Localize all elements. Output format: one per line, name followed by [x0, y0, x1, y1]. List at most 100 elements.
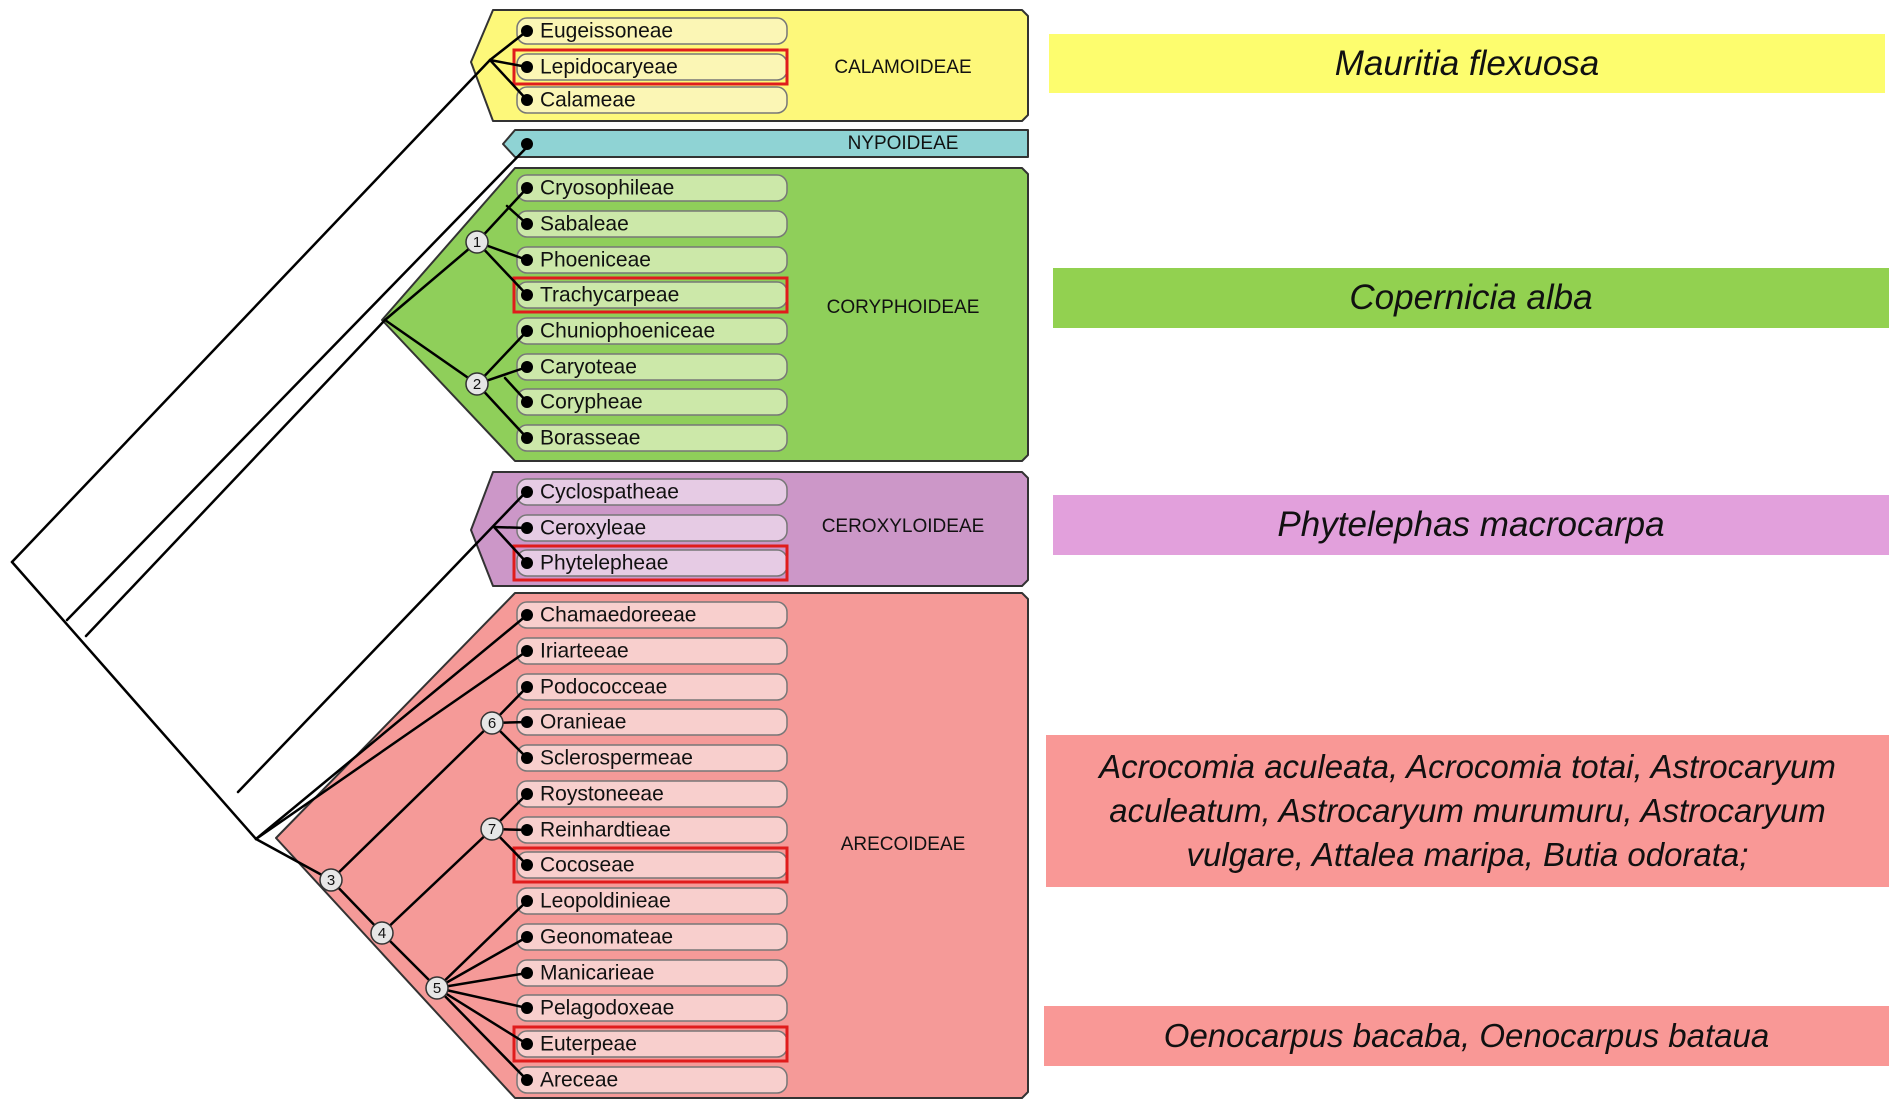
tribe-label: Phoeniceae	[540, 249, 651, 272]
tribe-label: Chuniophoeniceae	[540, 320, 715, 343]
tribe-tip: Sclerospermeae	[516, 744, 788, 772]
tribe-pill	[516, 673, 788, 701]
subfamily-arecoideae: ARECOIDEAE	[275, 592, 1029, 1099]
node-marker-1: 1	[465, 230, 489, 254]
tribe-pill	[516, 353, 788, 381]
tribe-label: Caryoteae	[540, 356, 637, 379]
tip-dot	[521, 361, 533, 373]
tribe-pill	[516, 86, 788, 114]
tribe-tip: Euterpeae	[512, 1025, 789, 1063]
tribe-pill	[516, 923, 788, 951]
branch	[254, 649, 529, 841]
tip-dot	[521, 486, 533, 498]
tribe-tip: Trachycarpeae	[512, 276, 789, 314]
subfamily-label: CEROXYLOIDEAE	[822, 516, 985, 537]
subfamily-coryphoideae: CORYPHOIDEAE	[381, 167, 1029, 462]
branch	[254, 837, 333, 882]
tip-dot	[521, 61, 533, 73]
branch	[10, 58, 492, 564]
tip-dot	[521, 752, 533, 764]
node-marker-7: 7	[480, 817, 504, 841]
tribe-pill	[516, 210, 788, 238]
tribe-pill	[516, 388, 788, 416]
tip-dot	[521, 396, 533, 408]
tribe-tip: Pelagodoxeae	[516, 994, 788, 1022]
branch	[380, 931, 439, 990]
branch	[488, 58, 529, 69]
tribe-tip: Lepidocaryeae	[512, 48, 789, 86]
node-label: 4	[378, 925, 386, 942]
node-circle	[425, 976, 449, 1000]
tribe-pill	[516, 424, 788, 452]
tribe-label: Trachycarpeae	[540, 284, 679, 307]
species-box-phytelephas: Phytelephas macrocarpa	[1053, 495, 1889, 555]
tip-dot	[521, 218, 533, 230]
tribe-tip: Iriarteeae	[516, 637, 788, 665]
tip-dot	[521, 557, 533, 569]
branch	[84, 318, 387, 638]
tribe-label: Roystoneeae	[540, 783, 664, 806]
tip-dot	[521, 859, 533, 871]
tribe-label: Eugeissoneae	[540, 20, 673, 43]
tribe-pill	[516, 744, 788, 772]
tribe-label: Manicarieae	[540, 962, 654, 985]
tip-dot	[521, 931, 533, 943]
tribe-label: Euterpeae	[540, 1033, 637, 1056]
tribe-label: Ceroxyleae	[540, 517, 646, 540]
node-marker-3: 3	[319, 868, 343, 892]
tribe-pill	[516, 478, 788, 506]
tip-dot	[521, 522, 533, 534]
node-label: 7	[488, 821, 496, 838]
branch	[488, 29, 529, 62]
tip-dot	[521, 824, 533, 836]
tree-branches	[10, 29, 532, 1082]
tip-dot	[521, 609, 533, 621]
node-marker-6: 6	[480, 711, 504, 735]
tribe-tip: Areceae	[516, 1066, 788, 1094]
node-circle	[480, 711, 504, 735]
tip-dot	[521, 1002, 533, 1014]
node-circle	[319, 868, 343, 892]
species-box-copernicia: Copernicia alba	[1053, 268, 1889, 328]
highlight-box	[512, 544, 789, 582]
tribe-label: Geonomateae	[540, 926, 673, 949]
tip-dot	[521, 895, 533, 907]
node-circle	[480, 817, 504, 841]
node-label: 1	[473, 234, 481, 251]
highlight-box	[512, 846, 789, 884]
species-line: aculeatum, Astrocaryum murumuru, Astroca…	[1109, 792, 1826, 829]
tribe-tip: Chamaedoreeae	[516, 601, 788, 629]
species-line: Oenocarpus bacaba, Oenocarpus bataua	[1163, 1017, 1770, 1054]
subfamily-label: CALAMOIDEAE	[834, 57, 971, 78]
node-circle	[370, 921, 394, 945]
tip-dots	[521, 25, 533, 1086]
tribe-label: Corypheae	[540, 391, 643, 414]
tribe-tip: Caryoteae	[516, 353, 788, 381]
branch	[236, 491, 527, 794]
node-circle	[465, 372, 489, 396]
node-circle	[465, 230, 489, 254]
highlight-box	[512, 1025, 789, 1063]
subfamily-label: ARECOIDEAE	[841, 834, 966, 855]
tip-dot	[521, 1038, 533, 1050]
branch	[488, 58, 529, 102]
branch	[254, 613, 529, 841]
tribe-tips: EugeissoneaeLepidocaryeaeCalameaeCryosop…	[512, 17, 789, 1094]
tribe-tip: Chuniophoeniceae	[516, 317, 788, 345]
tribe-pill	[516, 1066, 788, 1094]
tribe-pill	[516, 994, 788, 1022]
tribe-pill	[516, 637, 788, 665]
highlight-box	[512, 276, 789, 314]
branch	[435, 899, 529, 990]
tip-dot	[521, 25, 533, 37]
branch	[475, 186, 529, 244]
tribe-tip: Corypheae	[516, 388, 788, 416]
branch	[435, 935, 529, 990]
tribe-label: Sabaleae	[540, 213, 629, 236]
tribe-label: Leopoldinieae	[540, 890, 671, 913]
branch	[383, 240, 479, 322]
tip-dot	[521, 94, 533, 106]
tip-dot	[521, 716, 533, 728]
